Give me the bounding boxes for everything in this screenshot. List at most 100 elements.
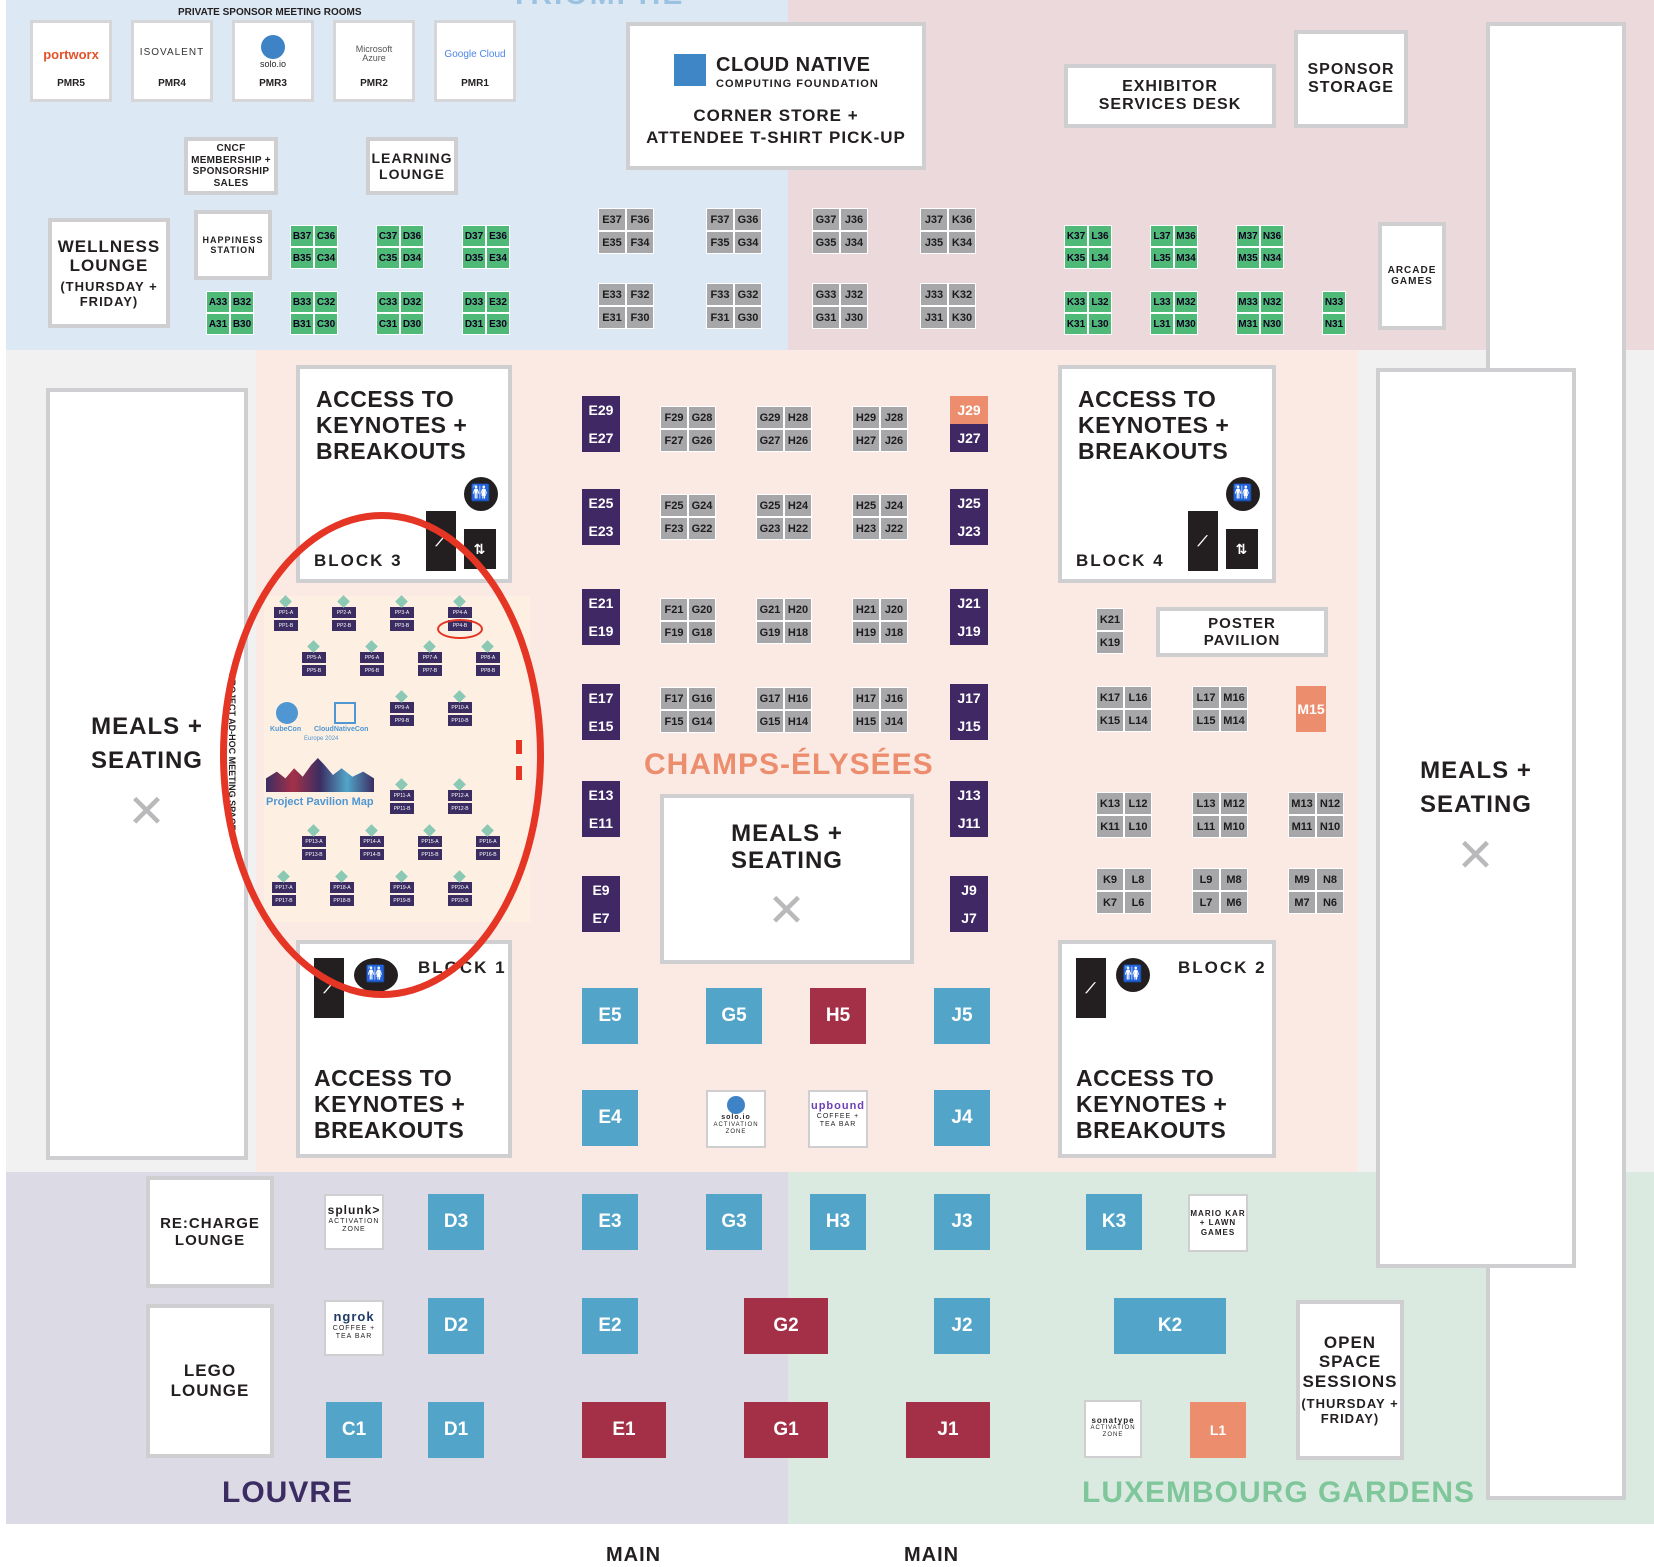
poster-pavilion[interactable]: POSTER PAVILION bbox=[1156, 607, 1328, 657]
booth-f36[interactable]: F36 bbox=[626, 208, 654, 231]
booth-m16[interactable]: M16 bbox=[1220, 686, 1248, 709]
booth-j1[interactable]: J1 bbox=[906, 1402, 990, 1458]
booth-m14[interactable]: M14 bbox=[1220, 709, 1248, 732]
solo-activation-zone[interactable]: solo.io ACTIVATION ZONE bbox=[706, 1090, 766, 1148]
booth-e3[interactable]: E3 bbox=[582, 1194, 638, 1250]
booth-d37[interactable]: D37 bbox=[462, 225, 486, 247]
booth-e35[interactable]: E35 bbox=[598, 231, 626, 254]
booth-m12[interactable]: M12 bbox=[1220, 792, 1248, 815]
booth-j23[interactable]: J23 bbox=[950, 517, 988, 545]
booth-g15[interactable]: G15 bbox=[756, 710, 784, 733]
booth-g14[interactable]: G14 bbox=[688, 710, 716, 733]
booth-n12[interactable]: N12 bbox=[1316, 792, 1344, 815]
booth-m30[interactable]: M30 bbox=[1174, 313, 1198, 335]
booth-e37[interactable]: E37 bbox=[598, 208, 626, 231]
booth-j7[interactable]: J7 bbox=[950, 904, 988, 932]
booth-h26[interactable]: H26 bbox=[784, 429, 812, 452]
booth-e29[interactable]: E29 bbox=[582, 396, 620, 424]
mario-kart-lawn-games[interactable]: MARIO KAR + LAWN GAMES bbox=[1188, 1194, 1248, 1252]
booth-h27[interactable]: H27 bbox=[852, 429, 880, 452]
booth-n32[interactable]: N32 bbox=[1260, 291, 1284, 313]
booth-j14[interactable]: J14 bbox=[880, 710, 908, 733]
booth-j19[interactable]: J19 bbox=[950, 617, 988, 645]
booth-j17[interactable]: J17 bbox=[950, 684, 988, 712]
upbound-coffee-bar[interactable]: upbound COFFEE + TEA BAR bbox=[808, 1090, 868, 1148]
booth-f31[interactable]: F31 bbox=[706, 306, 734, 329]
booth-g22[interactable]: G22 bbox=[688, 517, 716, 540]
booth-e15[interactable]: E15 bbox=[582, 712, 620, 740]
booth-g33[interactable]: G33 bbox=[812, 283, 840, 306]
booth-g29[interactable]: G29 bbox=[756, 406, 784, 429]
booth-d36[interactable]: D36 bbox=[400, 225, 424, 247]
lego-lounge[interactable]: LEGO LOUNGE bbox=[146, 1304, 274, 1458]
booth-j29[interactable]: J29 bbox=[950, 396, 988, 424]
booth-m10[interactable]: M10 bbox=[1220, 815, 1248, 838]
booth-j20[interactable]: J20 bbox=[880, 598, 908, 621]
booth-k2[interactable]: K2 bbox=[1114, 1298, 1226, 1354]
booth-j34[interactable]: J34 bbox=[840, 231, 868, 254]
booth-k33[interactable]: K33 bbox=[1064, 291, 1088, 313]
booth-m8[interactable]: M8 bbox=[1220, 868, 1248, 891]
booth-h14[interactable]: H14 bbox=[784, 710, 812, 733]
booth-e1[interactable]: E1 bbox=[582, 1402, 666, 1458]
booth-j36[interactable]: J36 bbox=[840, 208, 868, 231]
booth-h28[interactable]: H28 bbox=[784, 406, 812, 429]
booth-g5[interactable]: G5 bbox=[706, 988, 762, 1044]
booth-l36[interactable]: L36 bbox=[1088, 225, 1112, 247]
booth-e4[interactable]: E4 bbox=[582, 1090, 638, 1146]
booth-a33[interactable]: A33 bbox=[206, 291, 230, 313]
booth-l7[interactable]: L7 bbox=[1192, 891, 1220, 914]
access-block2[interactable]: BLOCK 2 ⟋ 🚻 ACCESS TO KEYNOTES + BREAKOU… bbox=[1058, 940, 1276, 1158]
booth-f29[interactable]: F29 bbox=[660, 406, 688, 429]
booth-m32[interactable]: M32 bbox=[1174, 291, 1198, 313]
booth-h15[interactable]: H15 bbox=[852, 710, 880, 733]
exhibitor-services-desk[interactable]: EXHIBITOR SERVICES DESK bbox=[1064, 64, 1276, 128]
booth-g35[interactable]: G35 bbox=[812, 231, 840, 254]
booth-n33[interactable]: N33 bbox=[1322, 291, 1346, 313]
booth-f30[interactable]: F30 bbox=[626, 306, 654, 329]
booth-e30[interactable]: E30 bbox=[486, 313, 510, 335]
booth-f17[interactable]: F17 bbox=[660, 687, 688, 710]
sonatype-activation-zone[interactable]: sonatype ACTIVATION ZONE bbox=[1084, 1400, 1142, 1458]
booth-g23[interactable]: G23 bbox=[756, 517, 784, 540]
booth-j2[interactable]: J2 bbox=[934, 1298, 990, 1354]
booth-g16[interactable]: G16 bbox=[688, 687, 716, 710]
booth-n10[interactable]: N10 bbox=[1316, 815, 1344, 838]
booth-m6[interactable]: M6 bbox=[1220, 891, 1248, 914]
booth-e27[interactable]: E27 bbox=[582, 424, 620, 452]
booth-f25[interactable]: F25 bbox=[660, 494, 688, 517]
booth-m11[interactable]: M11 bbox=[1288, 815, 1316, 838]
booth-g18[interactable]: G18 bbox=[688, 621, 716, 644]
booth-l32[interactable]: L32 bbox=[1088, 291, 1112, 313]
booth-d1[interactable]: D1 bbox=[428, 1402, 484, 1458]
booth-c37[interactable]: C37 bbox=[376, 225, 400, 247]
booth-g28[interactable]: G28 bbox=[688, 406, 716, 429]
booth-f35[interactable]: F35 bbox=[706, 231, 734, 254]
booth-m13[interactable]: M13 bbox=[1288, 792, 1316, 815]
booth-h16[interactable]: H16 bbox=[784, 687, 812, 710]
booth-g19[interactable]: G19 bbox=[756, 621, 784, 644]
booth-l11[interactable]: L11 bbox=[1192, 815, 1220, 838]
booth-l16[interactable]: L16 bbox=[1124, 686, 1152, 709]
booth-g30[interactable]: G30 bbox=[734, 306, 762, 329]
booth-l9[interactable]: L9 bbox=[1192, 868, 1220, 891]
booth-e34[interactable]: E34 bbox=[486, 247, 510, 269]
booth-h3[interactable]: H3 bbox=[810, 1194, 866, 1250]
booth-g25[interactable]: G25 bbox=[756, 494, 784, 517]
booth-c33[interactable]: C33 bbox=[376, 291, 400, 313]
pmr4-room[interactable]: ISOVALENT PMR4 bbox=[131, 20, 213, 102]
booth-g17[interactable]: G17 bbox=[756, 687, 784, 710]
booth-f32[interactable]: F32 bbox=[626, 283, 654, 306]
booth-m37[interactable]: M37 bbox=[1236, 225, 1260, 247]
booth-j27[interactable]: J27 bbox=[950, 424, 988, 452]
booth-k37[interactable]: K37 bbox=[1064, 225, 1088, 247]
cncf-membership-sales[interactable]: CNCF MEMBERSHIP + SPONSORSHIP SALES bbox=[184, 137, 278, 195]
booth-l13[interactable]: L13 bbox=[1192, 792, 1220, 815]
booth-j28[interactable]: J28 bbox=[880, 406, 908, 429]
booth-l1[interactable]: L1 bbox=[1190, 1402, 1246, 1458]
booth-l33[interactable]: L33 bbox=[1150, 291, 1174, 313]
booth-c36[interactable]: C36 bbox=[314, 225, 338, 247]
booth-k3[interactable]: K3 bbox=[1086, 1194, 1142, 1250]
booth-e23[interactable]: E23 bbox=[582, 517, 620, 545]
booth-m31[interactable]: M31 bbox=[1236, 313, 1260, 335]
